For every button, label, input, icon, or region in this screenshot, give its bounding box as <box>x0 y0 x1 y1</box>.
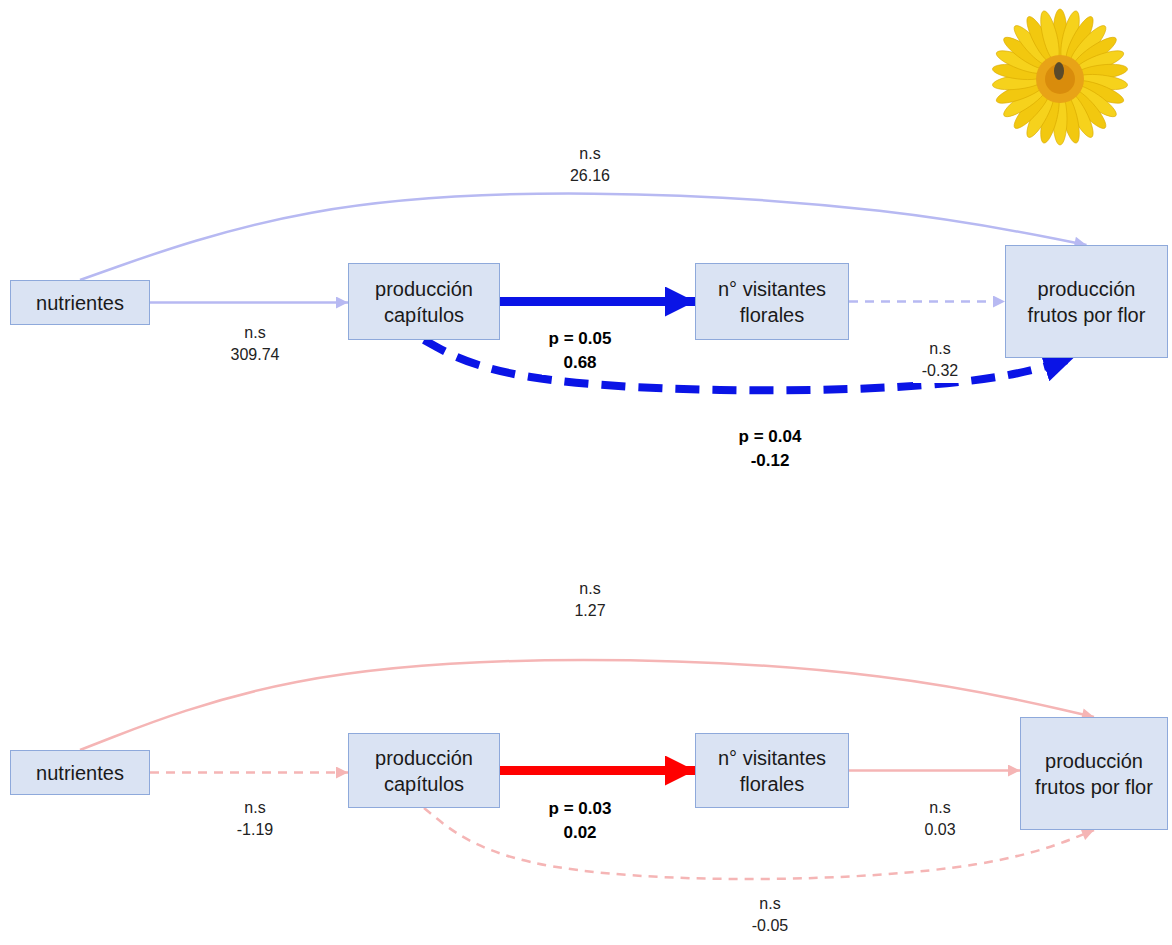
path-coefficient: n.s 1.27 <box>563 578 617 623</box>
variable-box: producción frutos por flor <box>1005 245 1168 358</box>
path-arrow <box>500 297 695 306</box>
variable-box: n° visitantes florales <box>695 733 849 808</box>
variable-name: n° visitantes florales <box>708 276 836 328</box>
variable-box: producción frutos por flor <box>1020 717 1168 830</box>
path-coefficient: n.s 0.03 <box>913 797 967 842</box>
variable-name: nutrientes <box>36 760 124 786</box>
variable-box: n° visitantes florales <box>695 263 849 340</box>
variable-name: producción capítulos <box>361 276 487 328</box>
path-arrow <box>80 194 1087 280</box>
variable-box: nutrientes <box>10 750 150 795</box>
path-coefficient: p = 0.05 0.68 <box>542 327 618 375</box>
variable-box: producción capítulos <box>348 263 500 340</box>
variable-name: producción capítulos <box>361 745 487 797</box>
path-arrow <box>849 300 1005 303</box>
path-arrow <box>500 766 695 775</box>
path-arrow <box>424 808 1094 879</box>
path-coefficient: p = 0.03 0.02 <box>542 797 618 845</box>
path-arrow <box>424 340 1073 390</box>
variable-box: nutrientes <box>10 280 150 325</box>
variable-name: n° visitantes florales <box>708 745 836 797</box>
path-arrow <box>849 769 1020 772</box>
path-coefficient: n.s -0.05 <box>743 893 797 938</box>
path-arrow <box>150 771 348 774</box>
flower-center <box>1036 55 1084 103</box>
bee <box>1054 62 1064 80</box>
variable-name: nutrientes <box>36 290 124 316</box>
path-coefficient: p = 0.04 -0.12 <box>732 425 808 473</box>
path-coefficient: n.s 26.16 <box>563 143 617 188</box>
flower-illustration <box>985 5 1135 150</box>
variable-name: producción frutos por flor <box>1026 276 1147 328</box>
variable-box: producción capítulos <box>348 733 500 808</box>
path-arrow <box>80 660 1094 750</box>
variable-name: producción frutos por flor <box>1035 748 1153 800</box>
path-coefficient: n.s 309.74 <box>227 322 283 367</box>
path-coefficient: n.s -0.32 <box>913 338 967 383</box>
path-coefficient: n.s -1.19 <box>228 797 282 842</box>
path-arrow <box>150 301 348 304</box>
